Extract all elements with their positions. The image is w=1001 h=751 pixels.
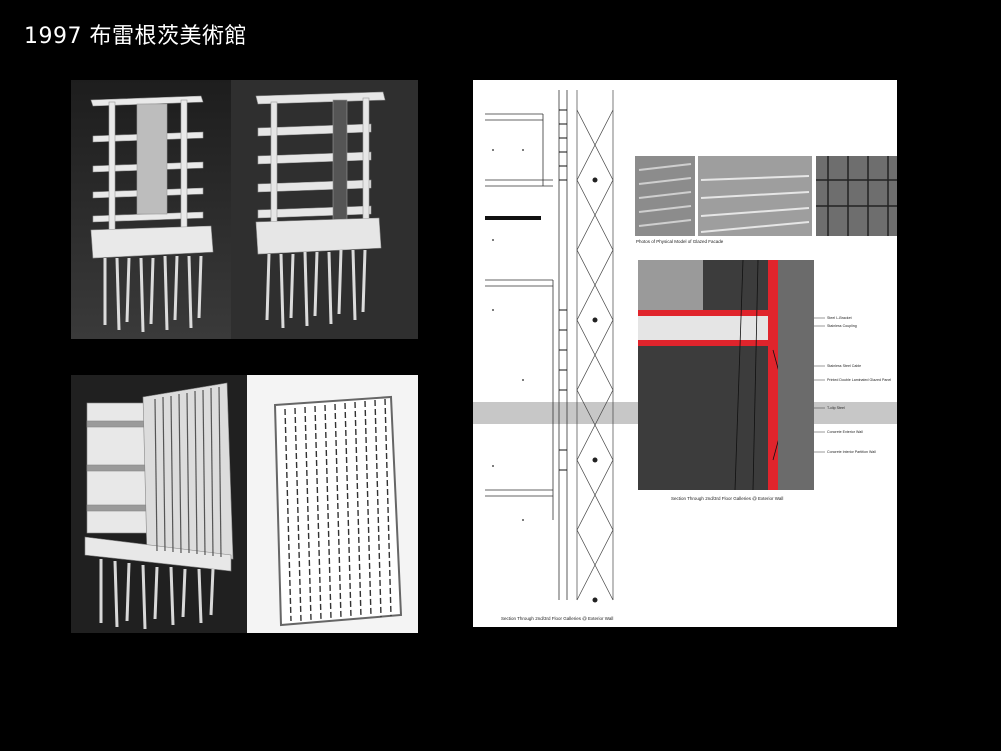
caption-model-photos: Photos of Physical Model of Glazed Facad…: [636, 239, 724, 244]
callout-glazed-panel: Printed Double Laminated Glazed Panel: [827, 378, 891, 382]
photo-models-facade: [71, 375, 418, 633]
callout-partition-wall: Concrete Interior Partition Wall: [827, 450, 876, 454]
callout-tclip-steel: T-clip Steel: [827, 406, 845, 410]
callout-exterior-wall: Concrete Exterior Wall: [827, 430, 863, 434]
photo-models-towers: [71, 80, 418, 339]
callout-labels: Steel L-Bracket Stainless Coupling Stain…: [827, 316, 891, 454]
caption-detail: Section Through 2nd/3rd Floor Galleries …: [671, 496, 783, 501]
wall-section-drawing: Photos of Physical Model of Glazed Facad…: [473, 90, 897, 621]
slide-title: 1997 布雷根茨美術館: [24, 24, 247, 49]
callout-stainless-coupling: Stainless Coupling: [827, 324, 857, 328]
callout-steel-cable: Stainless Steel Cable: [827, 364, 861, 368]
callout-steel-bracket: Steel L-Bracket: [827, 316, 852, 320]
towers-illustration: [71, 80, 418, 339]
technical-drawing-sheet: Photos of Physical Model of Glazed Facad…: [473, 80, 897, 627]
caption-section: Section Through 2nd/3rd Floor Galleries …: [501, 616, 613, 621]
facade-illustration: [71, 375, 418, 633]
